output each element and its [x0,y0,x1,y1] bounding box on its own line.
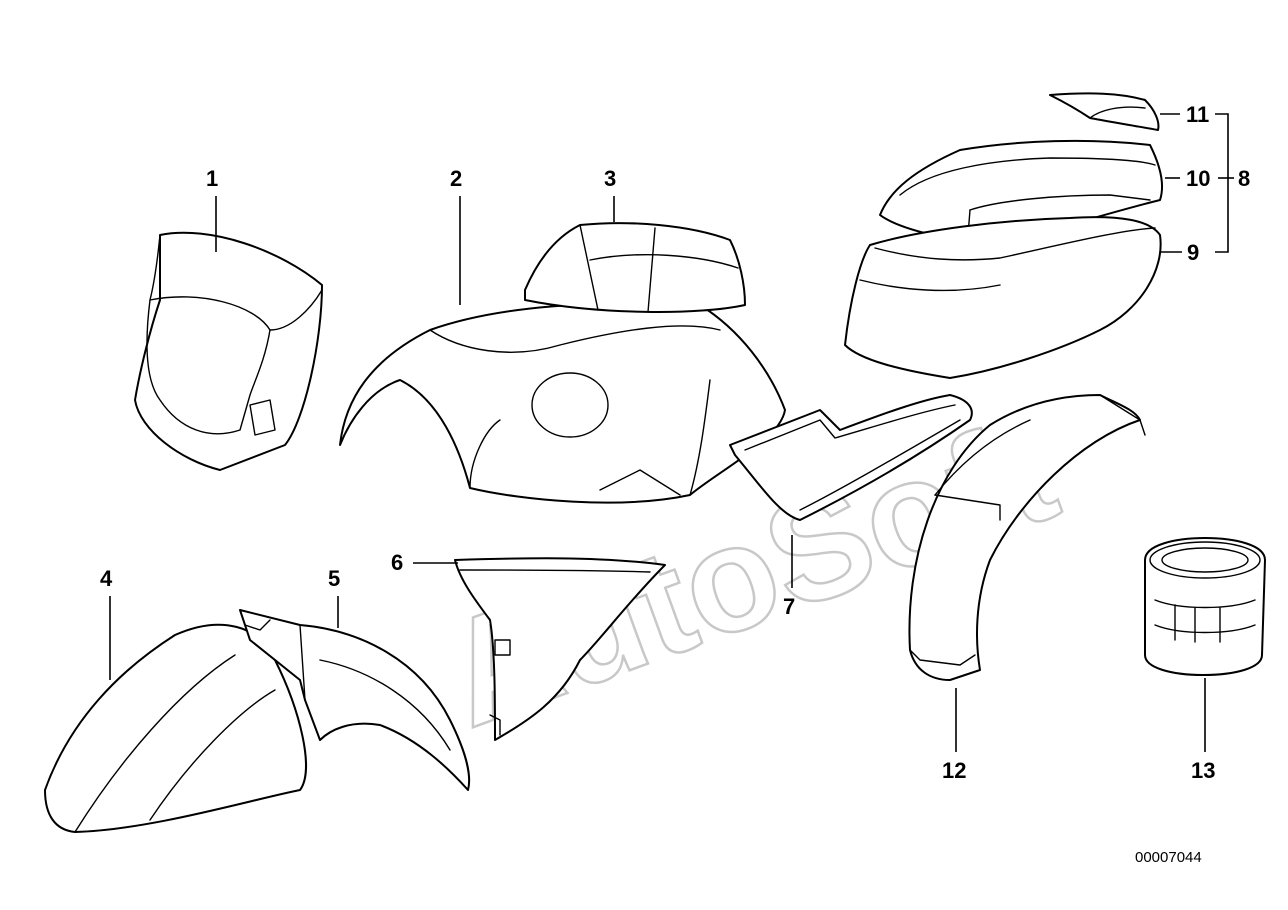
headlight-fairing-icon [134,231,323,471]
fuel-tank-cover-icon [339,302,786,504]
callout-9: 9 [1187,240,1199,265]
seat-trim-icon [1049,92,1160,131]
seat-cover-icon [879,139,1163,246]
inner-fender-icon [239,609,471,791]
callout-13: 13 [1191,758,1215,783]
seat-base-icon [844,216,1162,379]
callout-7: 7 [783,594,795,619]
callout-6: 6 [391,550,403,575]
callout-10: 10 [1186,166,1210,191]
tank-top-cover-icon [524,222,746,313]
callout-5: 5 [328,566,340,591]
callout-4: 4 [100,566,113,591]
leader-lines [109,113,1234,752]
callout-2: 2 [450,166,462,191]
callout-12: 12 [942,758,966,783]
gaiter-icon [1144,537,1266,676]
callout-8: 8 [1238,166,1250,191]
document-number: 00007044 [1135,849,1202,866]
callout-3: 3 [604,166,616,191]
callout-1: 1 [206,166,218,191]
rear-fender-icon [908,394,1146,681]
front-fender-icon [44,623,307,833]
callout-11: 11 [1186,102,1209,127]
knee-pad-icon [729,394,973,521]
side-panel-icon [454,557,666,741]
